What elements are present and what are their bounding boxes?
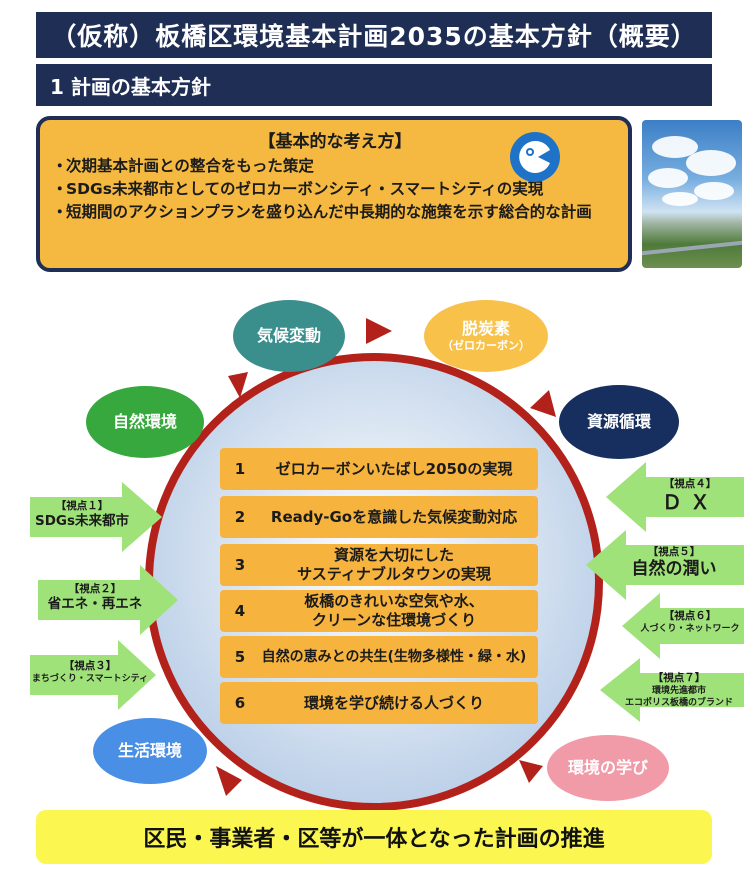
policy-text: 環境を学び続ける人づくり (256, 694, 538, 713)
cycle-arrowhead (216, 766, 242, 796)
viewpoint-label-7: 【視点７】 環境先進都市 エコポリス板橋のブランド (614, 672, 744, 709)
policy-text: Ready-Goを意識した気候変動対応 (256, 508, 538, 527)
policy-number: 6 (220, 694, 256, 712)
node-resource-circulation: 資源循環 (559, 385, 679, 459)
viewpoint-tag: 【視点７】 (614, 672, 744, 685)
policy-number: 4 (220, 602, 256, 620)
viewpoint-tag: 【視点３】 (28, 660, 152, 673)
viewpoint-tag: 【視点２】 (40, 583, 150, 596)
viewpoint-text: 自然の潤い (612, 559, 736, 579)
policy-item-2: 2 Ready-Goを意識した気候変動対応 (220, 496, 538, 538)
viewpoint-text: ＤＸ (640, 491, 740, 513)
viewpoint-tag: 【視点６】 (636, 610, 744, 623)
node-environmental-learning: 環境の学び (547, 735, 669, 801)
node-label: 気候変動 (257, 326, 321, 346)
node-label: 生活環境 (118, 741, 182, 761)
policy-item-1: 1 ゼロカーボンいたばし2050の実現 (220, 448, 538, 490)
policy-number: 3 (220, 556, 256, 574)
viewpoint-text: まちづくり・スマートシティ (28, 673, 152, 685)
viewpoint-text: 環境先進都市 (614, 685, 744, 697)
viewpoint-tag: 【視点１】 (32, 500, 132, 513)
cycle-arrowhead (519, 760, 543, 783)
cycle-arrowhead (530, 390, 556, 417)
policy-item-5: 5 自然の恵みとの共生(生物多様性・緑・水) (220, 636, 538, 678)
node-label: 自然環境 (113, 412, 177, 432)
node-decarbonization: 脱炭素 （ゼロカーボン） (424, 300, 548, 372)
node-label: 脱炭素 (462, 319, 510, 339)
viewpoint-text: 省エネ・再エネ (40, 596, 150, 612)
policy-item-3: 3 資源を大切にした サスティナブルタウンの実現 (220, 544, 538, 586)
node-climate-change: 気候変動 (233, 300, 345, 372)
node-label: 資源循環 (587, 412, 651, 432)
viewpoint-label-5: 【視点５】 自然の潤い (612, 546, 736, 579)
policy-item-4: 4 板橋のきれいな空気や水、 クリーンな住環境づくり (220, 590, 538, 632)
viewpoint-label-4: 【視点４】 ＤＸ (640, 478, 740, 513)
viewpoint-text: 人づくり・ネットワーク (636, 623, 744, 635)
viewpoint-label-2: 【視点２】 省エネ・再エネ (40, 583, 150, 612)
node-label: 環境の学び (568, 758, 648, 778)
cycle-arrowhead (366, 318, 392, 344)
policy-number: 2 (220, 508, 256, 526)
policy-text: 資源を大切にした サスティナブルタウンの実現 (256, 546, 538, 584)
policy-item-6: 6 環境を学び続ける人づくり (220, 682, 538, 724)
policy-number: 5 (220, 648, 256, 666)
node-sublabel: （ゼロカーボン） (442, 339, 530, 353)
policy-text: ゼロカーボンいたばし2050の実現 (256, 460, 538, 479)
policy-number: 1 (220, 460, 256, 478)
viewpoint-label-6: 【視点６】 人づくり・ネットワーク (636, 610, 744, 635)
policy-text: 板橋のきれいな空気や水、 クリーンな住環境づくり (256, 592, 538, 630)
viewpoint-text: エコポリス板橋のブランド (614, 697, 744, 709)
viewpoint-label-1: 【視点１】 SDGs未来都市 (32, 500, 132, 529)
viewpoint-text: SDGs未来都市 (32, 513, 132, 529)
viewpoint-label-3: 【視点３】 まちづくり・スマートシティ (28, 660, 152, 685)
node-natural-environment: 自然環境 (86, 386, 204, 458)
policy-text: 自然の恵みとの共生(生物多様性・緑・水) (256, 648, 538, 667)
viewpoint-tag: 【視点５】 (612, 546, 736, 559)
footer-banner: 区民・事業者・区等が一体となった計画の推進 (36, 810, 712, 864)
node-living-environment: 生活環境 (93, 718, 207, 784)
